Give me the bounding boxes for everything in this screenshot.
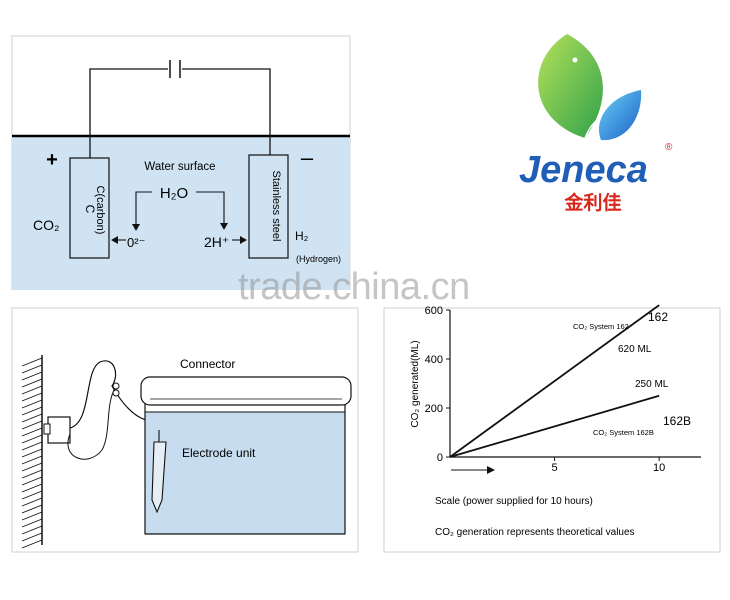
brand-chinese: 金利佳 <box>563 191 621 214</box>
hatch-line <box>21 483 43 493</box>
hatch-line <box>21 518 43 528</box>
hatch-line <box>21 511 43 521</box>
cable-loop <box>67 383 119 460</box>
chart-footnote: CO₂ generation represents theoretical va… <box>435 527 635 538</box>
y-tick-label: 600 <box>425 305 443 317</box>
hatch-line <box>21 385 43 395</box>
hatch-line <box>21 455 43 465</box>
hatch-line <box>21 364 43 374</box>
installation-diagram: Connector Electrode unit <box>11 307 359 553</box>
power-adapter <box>47 416 71 444</box>
negative-sign: – <box>301 145 314 170</box>
series-line-162 <box>449 304 660 458</box>
hatch-line <box>21 462 43 472</box>
series-162-value: 620 ML <box>618 344 652 355</box>
x-axis-label: Scale (power supplied for 10 hours) <box>435 496 593 507</box>
green-leaf-icon <box>538 34 603 138</box>
hatch-line <box>21 371 43 381</box>
hatch-line <box>21 427 43 437</box>
series-162b-sublabel: CO₂ System 162B <box>593 428 654 437</box>
cable-connector <box>112 382 120 390</box>
aquarium-water <box>144 411 346 535</box>
electrode-label: Electrode unit <box>182 446 256 460</box>
arrow-h-head <box>240 236 247 244</box>
arrow-to-cathode-head <box>220 223 228 230</box>
hatch-line <box>21 434 43 444</box>
hatch-line <box>21 539 43 549</box>
water-surface-label: Water surface <box>144 161 215 173</box>
hatch-line <box>21 413 43 423</box>
wire-right <box>182 68 271 155</box>
hatch-line <box>21 392 43 402</box>
steel-label: Stainless steel <box>270 171 282 242</box>
blue-leaf-icon <box>598 90 642 141</box>
hatch-line <box>21 469 43 479</box>
carbon-symbol: C <box>83 205 97 214</box>
arrow-to-anode-head <box>132 224 140 231</box>
h2o-label: H₂O <box>160 185 188 202</box>
series-162b-name: 162B <box>663 414 691 428</box>
chart-frame <box>383 307 721 553</box>
hatch-line <box>21 406 43 416</box>
series-162b-value: 250 ML <box>635 379 669 390</box>
hatch-line <box>21 378 43 388</box>
hatch-line <box>21 497 43 507</box>
wire-left <box>89 68 168 158</box>
brand-name: Jeneca <box>519 149 648 191</box>
hatch-line <box>21 441 43 451</box>
hatch-line <box>21 399 43 409</box>
hatch-line <box>21 490 43 500</box>
tank-lid <box>140 376 352 406</box>
hatch-line <box>21 420 43 430</box>
co2-label: CO₂ <box>33 217 59 233</box>
y-axis-label: CO₂ generated(ML) <box>410 340 421 427</box>
hatch-line <box>21 448 43 458</box>
x-tick-label: 10 <box>653 462 665 474</box>
electrolysis-diagram: + – Water surface H₂O C C(carbon) Stainl… <box>11 35 351 290</box>
co2-chart: 0 200 400 600 5 10 CO₂ generated(ML) Scale (p… <box>383 304 721 553</box>
arrow-o2-head <box>111 236 118 244</box>
wall-hatch <box>21 357 43 549</box>
series-162-name: 162 <box>648 310 668 324</box>
hydrogen-ion-label: 2H⁺ <box>204 234 229 250</box>
watermark: trade.china.cn <box>238 266 470 308</box>
positive-sign: + <box>46 149 58 171</box>
y-tick-label: 200 <box>425 403 443 415</box>
adapter-plug <box>43 423 51 435</box>
y-tick-label: 400 <box>425 354 443 366</box>
steel-electrode <box>248 154 289 259</box>
hatch-line <box>21 357 43 367</box>
jeneca-logo: Jeneca ® 金利佳 <box>519 34 673 214</box>
water-body <box>12 137 350 290</box>
h2-label: H₂ <box>295 229 309 243</box>
series-162-sublabel: CO₂ System 162 <box>573 322 629 331</box>
hatch-line <box>21 504 43 514</box>
x-tick-label: 5 <box>552 462 558 474</box>
registered-mark: ® <box>665 142 673 153</box>
leaf-highlight <box>572 57 578 63</box>
y-tick-label: 0 <box>437 452 443 464</box>
electrode-unit <box>151 441 167 514</box>
oxygen-ion-label: 0²⁻ <box>127 235 145 250</box>
hatch-line <box>21 525 43 535</box>
hatch-line <box>21 532 43 542</box>
hatch-line <box>21 476 43 486</box>
leaf-vein <box>584 115 604 139</box>
carbon-label: C(carbon) <box>94 186 106 235</box>
series-line-162B <box>449 394 660 458</box>
connector-label: Connector <box>180 357 235 371</box>
arrow-to-cathode <box>196 191 225 224</box>
scale-arrow-head <box>487 466 495 474</box>
hydrogen-label: (Hydrogen) <box>296 254 341 264</box>
carbon-electrode <box>69 157 110 259</box>
arrow-to-anode <box>135 191 152 225</box>
